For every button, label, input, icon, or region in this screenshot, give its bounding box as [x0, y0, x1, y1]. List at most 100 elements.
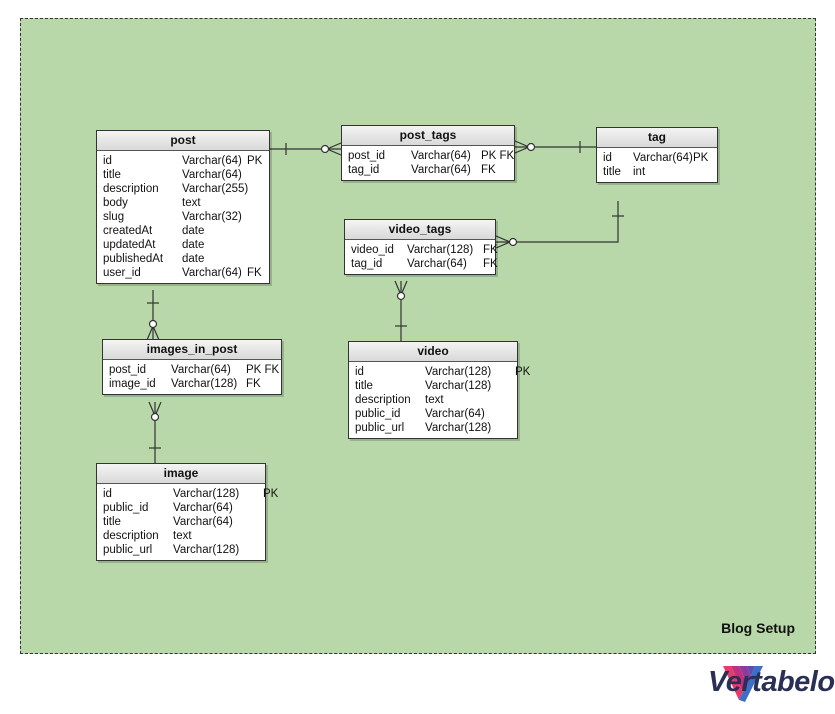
column-key: PK FK: [246, 364, 280, 376]
column-name: id: [103, 488, 112, 500]
column-type: Varchar(64): [171, 364, 231, 376]
column-name: title: [103, 169, 121, 181]
column-row[interactable]: publishedAt date: [103, 252, 269, 266]
column-name: slug: [103, 211, 125, 223]
column-row[interactable]: tag_id Varchar(64) FK: [351, 257, 498, 271]
column-row[interactable]: body text: [103, 196, 269, 210]
column-name: title: [355, 380, 373, 392]
column-row[interactable]: title Varchar(64): [103, 515, 265, 529]
table-title: post: [97, 131, 269, 151]
column-type: Varchar(64): [411, 164, 471, 176]
column-type: date: [182, 225, 205, 237]
table-title: video: [349, 342, 517, 362]
column-type: Varchar(64): [411, 150, 471, 162]
column-name: image_id: [109, 378, 156, 390]
column-type: Varchar(64): [182, 267, 242, 279]
column-key: FK: [483, 258, 498, 270]
column-type: Varchar(64): [633, 152, 693, 164]
column-type: Varchar(128): [407, 244, 474, 256]
column-type: date: [182, 253, 205, 265]
column-row[interactable]: id Varchar(128) PK: [355, 365, 530, 379]
column-row[interactable]: id Varchar(64) PK: [103, 154, 269, 168]
table-title: video_tags: [345, 220, 495, 240]
table-title: image: [97, 464, 265, 484]
column-name: id: [355, 366, 364, 378]
column-type: Varchar(128): [425, 366, 492, 378]
column-key: FK: [246, 378, 261, 390]
column-row[interactable]: id Varchar(64)PK: [603, 151, 717, 165]
column-row[interactable]: title Varchar(128): [355, 379, 517, 393]
column-name: post_id: [348, 150, 386, 162]
column-type: Varchar(128): [425, 380, 492, 392]
column-type: Varchar(64): [173, 516, 233, 528]
column-name: createdAt: [103, 225, 153, 237]
column-key: FK: [483, 244, 498, 256]
column-name: updatedAt: [103, 239, 156, 251]
column-type: Varchar(32): [182, 211, 242, 223]
column-type: Varchar(255): [182, 183, 249, 195]
column-row[interactable]: title int: [603, 165, 717, 179]
column-name: public_url: [103, 544, 153, 556]
column-name: title: [603, 166, 621, 178]
column-name: body: [103, 197, 128, 209]
column-type: Varchar(128): [173, 488, 240, 500]
column-type: Varchar(128): [173, 544, 240, 556]
column-row[interactable]: public_url Varchar(128): [103, 543, 265, 557]
rel-tag-video-tags: [496, 201, 619, 243]
column-type: text: [173, 530, 192, 542]
column-type: Varchar(64): [173, 502, 233, 514]
column-type: Varchar(64): [182, 155, 242, 167]
column-name: id: [603, 152, 612, 164]
column-type: text: [425, 394, 444, 406]
column-row[interactable]: image_id Varchar(128) FK: [109, 377, 281, 391]
column-key: FK: [247, 267, 262, 279]
column-name: title: [103, 516, 121, 528]
vertabelo-logo-mark: [723, 666, 763, 702]
table-title: post_tags: [342, 126, 514, 146]
column-name: id: [103, 155, 112, 167]
column-type: Varchar(128): [171, 378, 238, 390]
column-row[interactable]: slug Varchar(32): [103, 210, 269, 224]
vertabelo-logo-text: Vertabelo: [708, 666, 835, 698]
column-name: publishedAt: [103, 253, 164, 265]
column-type: date: [182, 239, 205, 251]
column-type: Varchar(64): [425, 408, 485, 420]
column-key: PK: [693, 152, 709, 164]
table-title: images_in_post: [103, 340, 281, 360]
column-type: text: [182, 197, 201, 209]
column-key: PK: [247, 155, 263, 167]
column-type: int: [633, 166, 646, 178]
column-name: description: [103, 530, 159, 542]
column-row[interactable]: createdAt date: [103, 224, 269, 238]
column-name: tag_id: [351, 258, 383, 270]
column-key: PK: [515, 366, 531, 378]
column-row[interactable]: updatedAt date: [103, 238, 269, 252]
column-type: Varchar(64): [407, 258, 467, 270]
column-row[interactable]: description text: [103, 529, 265, 543]
